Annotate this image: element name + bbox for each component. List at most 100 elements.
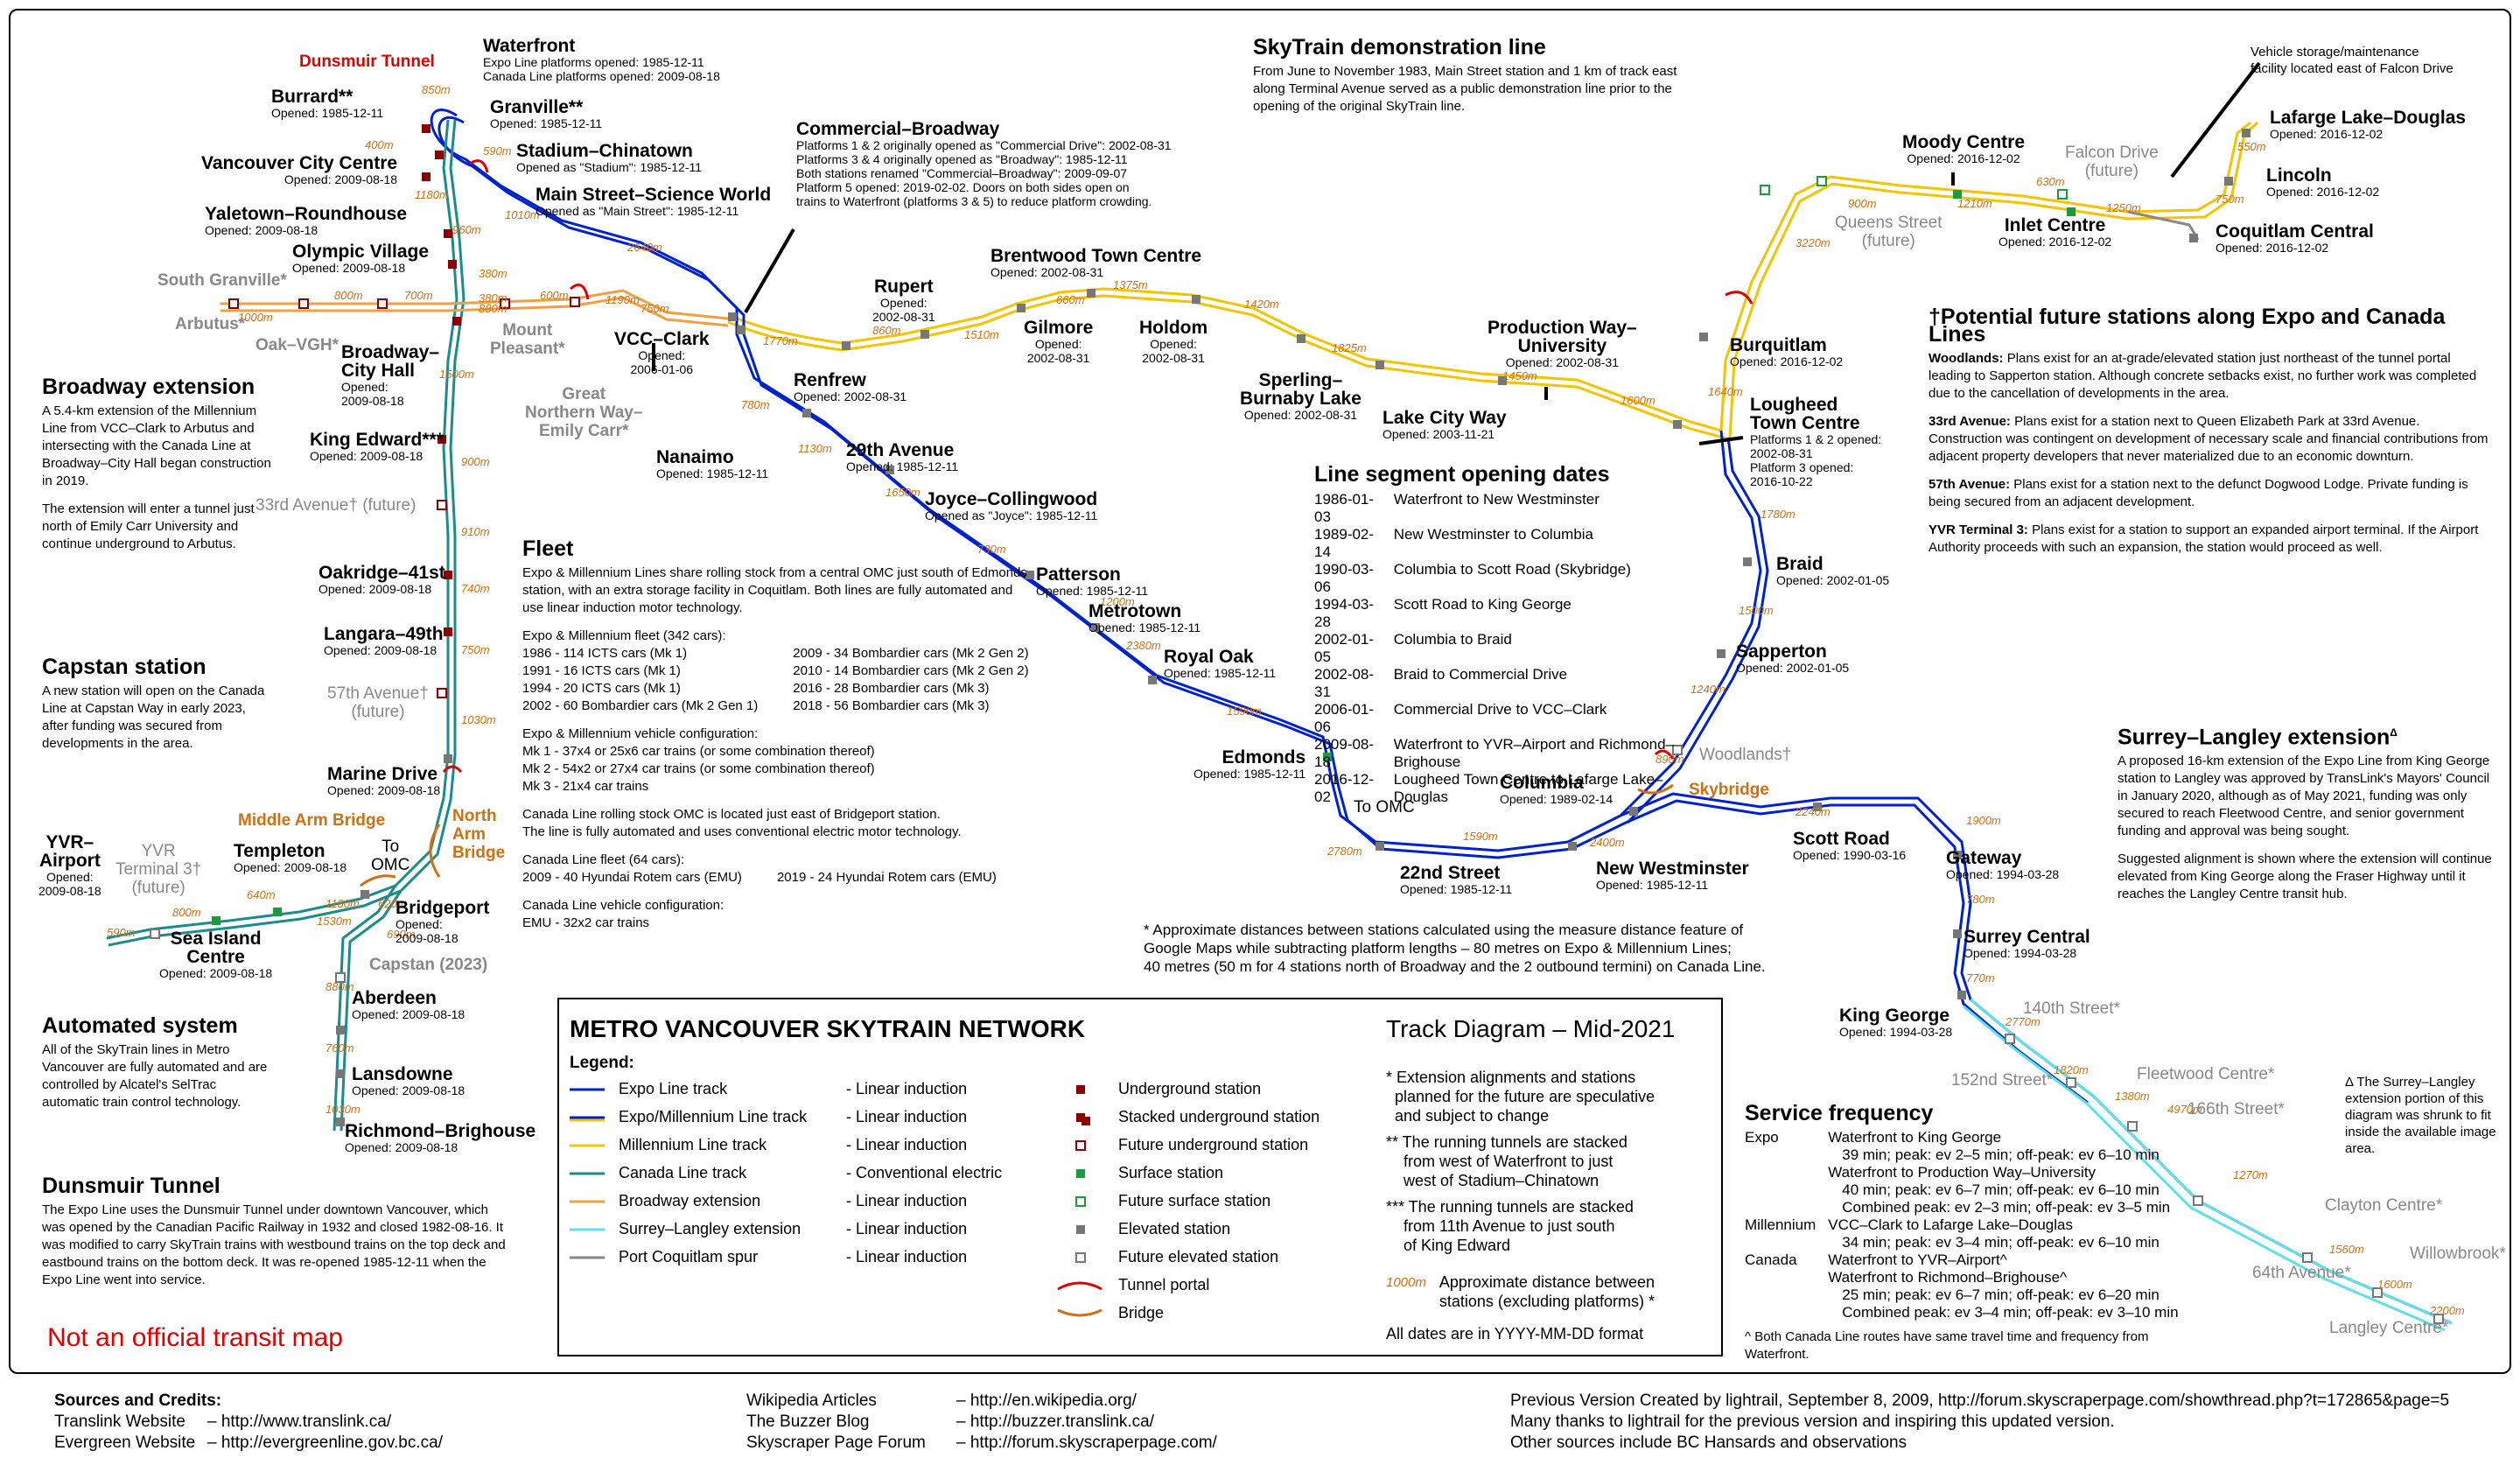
fleet-block: Fleet Expo & Millennium Lines share roll… (522, 536, 1029, 931)
distance-label: 890m (1656, 753, 1684, 766)
distance-label: 910m (461, 525, 490, 538)
distance-label: 1560m (2329, 1243, 2364, 1256)
legend-line-0: Expo Line track- Linear induction (570, 1080, 967, 1098)
legend-line-swatch (570, 1228, 605, 1231)
distance-label: 1780m (1760, 508, 1796, 521)
broadway-extension (220, 289, 729, 327)
dunsmuir-tunnel-label: Dunsmuir Tunnel (299, 53, 435, 71)
legend-symbol-6: Future elevated station (1054, 1248, 1278, 1266)
legend-line-tech: - Linear induction (846, 1192, 968, 1209)
legend-symbol-name: Future elevated station (1118, 1248, 1279, 1265)
distance-label: 600m (540, 289, 569, 302)
footer: Sources and Credits: Translink Website– … (0, 1377, 2520, 1472)
legend-line-name: Canada Line track (619, 1164, 747, 1181)
legend-symbol-name: Future underground station (1118, 1136, 1309, 1153)
distance-label: 630m (2036, 175, 2065, 188)
legend-symbol-5: Elevated station (1054, 1220, 1230, 1238)
legend-symbol-swatch (1075, 1252, 1086, 1264)
distance-label: 1500m (1739, 604, 1774, 617)
legend-line-name: Millennium Line track (619, 1136, 767, 1153)
distance-label: 1200m (1100, 595, 1135, 608)
service-row: Waterfront to Production Way–University (1828, 1164, 2096, 1181)
legend-symbol-4: Future surface station (1054, 1192, 1270, 1210)
distance-label: 620m (378, 897, 407, 910)
distance-label: 380m (479, 267, 508, 280)
distance-label: 860m (872, 324, 901, 337)
footer-links: Wikipedia Articles– http://en.wikipedia.… (746, 1391, 1217, 1452)
station-woodlands: Woodlands† (1699, 746, 1792, 764)
station-152nd-street: 152nd Street* (1951, 1071, 2054, 1090)
service-row: Waterfront to Richmond–Brighouse^ (1828, 1269, 2068, 1286)
distance-label: 1380m (2115, 1090, 2150, 1103)
distance-label: 800m (172, 906, 201, 919)
service-row: Combined peak: ev 2–3 min; off-peak: ev … (1842, 1199, 2171, 1216)
legend-line-tech: - Linear induction (846, 1136, 968, 1153)
legend-title: METRO VANCOUVER SKYTRAIN NETWORK (570, 1015, 1086, 1042)
distance-label: 740m (461, 582, 490, 595)
station-willowbrook: Willowbrook* (2410, 1244, 2506, 1263)
distance-label: 750m (640, 302, 669, 315)
distance-label: 1180m (415, 188, 449, 201)
footer-credits: Previous Version Created by lightrail, S… (1510, 1391, 2450, 1452)
distance-label: 1270m (2233, 1168, 2268, 1181)
distance-label: 690m (387, 928, 416, 941)
station-140th-street: 140th Street* (2023, 999, 2120, 1018)
distance-label: 2770m (2005, 1015, 2040, 1028)
legend-subtitle: Track Diagram – Mid-2021 (1386, 1015, 1676, 1042)
distance-label: 1530m (317, 915, 352, 928)
distance-label: 2400m (1589, 836, 1625, 849)
distance-label: 700m (404, 289, 433, 302)
distance-label: 1590m (1227, 704, 1262, 718)
distance-label: 1030m (326, 1103, 360, 1116)
distance-label: 800m (334, 289, 363, 302)
legend-symbol-name: Underground station (1118, 1080, 1262, 1097)
service-row: 25 min; peak: ev 6–7 min; off-peak: ev 6… (1842, 1286, 2160, 1303)
station-64th-avenue: 64th Avenue* (2252, 1264, 2351, 1282)
station-capstan: Capstan (2023) (369, 956, 488, 974)
distance-label: 780m (741, 398, 770, 411)
legend-symbol-swatch (1076, 1169, 1085, 1179)
distance-label: 2200m (2429, 1304, 2465, 1317)
legend-symbol-swatch (1076, 1085, 1085, 1095)
distance-label: 2640m (626, 241, 662, 254)
legend-line-tech: - Linear induction (846, 1248, 968, 1265)
service-row: Combined peak: ev 3–4 min; off-peak: ev … (1842, 1304, 2179, 1321)
legend-line-swatch (570, 1144, 605, 1147)
distance-label: 760m (326, 1041, 354, 1055)
distance-label: 1000m (238, 311, 273, 324)
station-granville: Granville**Opened: 1985-12-11 (490, 97, 603, 130)
legend-symbol-name: Tunnel portal (1118, 1276, 1210, 1293)
legend-line-tech: - Conventional electric (846, 1164, 1003, 1181)
surrey-note: Δ The Surrey–Langley extension portion o… (2345, 1075, 2496, 1156)
service-row: 39 min; peak: ev 2–5 min; off-peak: ev 6… (1842, 1146, 2160, 1163)
distance-label: 640m (247, 888, 276, 901)
distance-label: 880m (479, 302, 508, 315)
